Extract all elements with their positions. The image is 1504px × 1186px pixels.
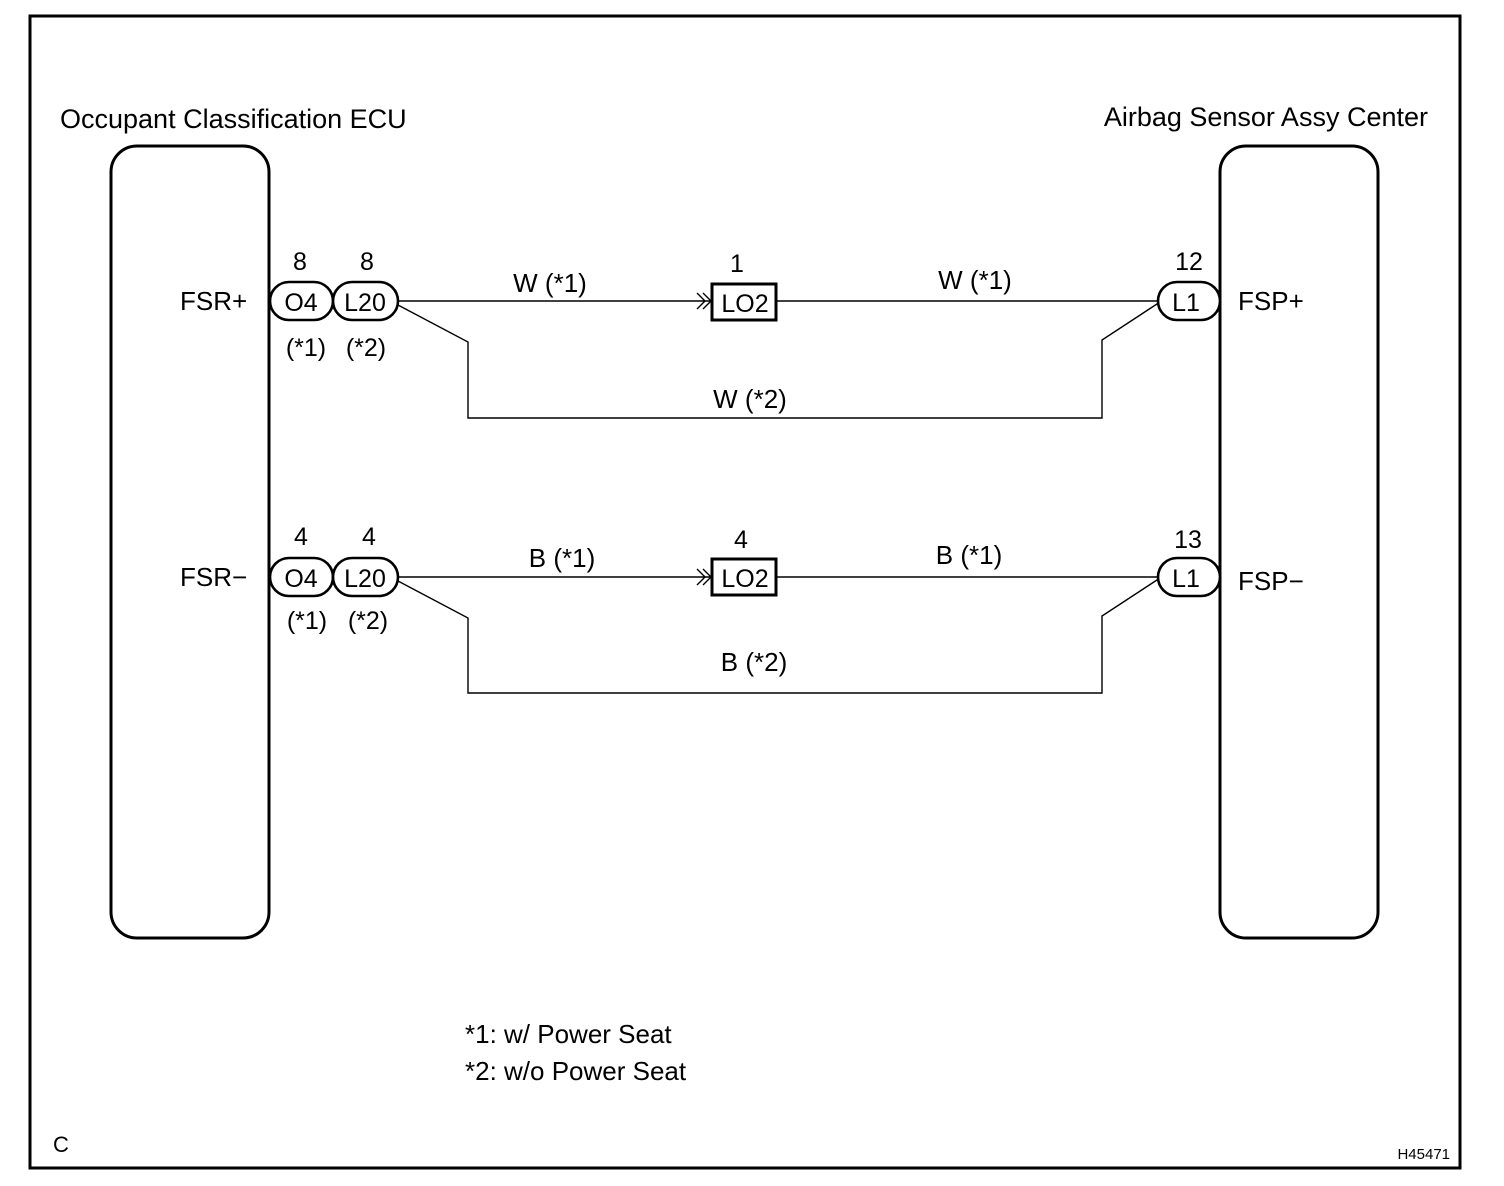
connector-name: L20 [344,565,386,593]
connector-chevron-icon [696,292,706,310]
pin-number: 8 [293,248,307,276]
pin-number: 8 [360,248,374,276]
diagram-frame [28,14,1462,1170]
connector-name: O4 [284,565,317,593]
circuit-negative: O4 L20 4 4 (*1) (*2) LO2 4 L1 13 B (*1) … [268,523,1222,694]
pin-number: 13 [1174,526,1202,554]
variant-label: (*1) [287,607,327,635]
terminal-fsp-minus: FSP− [1238,566,1304,596]
connector-name: LO2 [721,290,768,318]
connector-name: L1 [1172,289,1200,317]
circuit-positive: O4 L20 8 8 (*1) (*2) LO2 1 L1 12 W (*1) … [268,248,1222,419]
terminal-fsr-plus: FSR+ [180,286,247,316]
pin-number: 4 [362,523,376,551]
connector-name: L20 [344,289,386,317]
variant-label: (*1) [286,334,326,362]
connector-l20-neg [331,556,400,598]
left-component-title: Occupant Classification ECU [60,104,407,134]
wire-label: W (*1) [513,268,587,298]
connector-name: O4 [284,289,317,317]
connector-name: LO2 [721,565,768,593]
corner-code: C [53,1132,69,1157]
connector-name: L1 [1172,565,1200,593]
occupant-classification-ecu-box [109,144,271,940]
variant-label: (*2) [346,334,386,362]
wire-label: B (*2) [721,647,787,677]
right-component-title: Airbag Sensor Assy Center [1104,102,1428,132]
terminal-fsr-minus: FSR− [180,562,247,592]
variant-label: (*2) [348,607,388,635]
pin-number: 4 [294,523,308,551]
airbag-sensor-assy-center-box [1218,144,1380,940]
figure-id: H45471 [1397,1146,1450,1163]
wire-label: B (*1) [936,540,1002,570]
wire-neg-direct [397,577,1161,694]
wire-label: B (*1) [529,543,595,573]
footnote: *1: w/ Power Seat [465,1019,672,1049]
wire-label: W (*1) [938,265,1012,295]
wire-pos-direct [397,301,1161,419]
pin-number: 1 [730,250,744,278]
terminal-fsp-plus: FSP+ [1238,286,1304,316]
junction-connector-lo2-pos [710,282,778,322]
connector-chevron-icon [696,568,706,586]
connector-l1-pos [1156,280,1222,322]
junction-connector-lo2-neg [710,557,778,597]
pin-number: 4 [734,526,748,554]
footnote: *2: w/o Power Seat [465,1056,687,1086]
pin-number: 12 [1175,248,1203,276]
connector-l1-neg [1156,556,1222,598]
wire-label: W (*2) [713,384,787,414]
connector-l20-pos [331,280,400,322]
